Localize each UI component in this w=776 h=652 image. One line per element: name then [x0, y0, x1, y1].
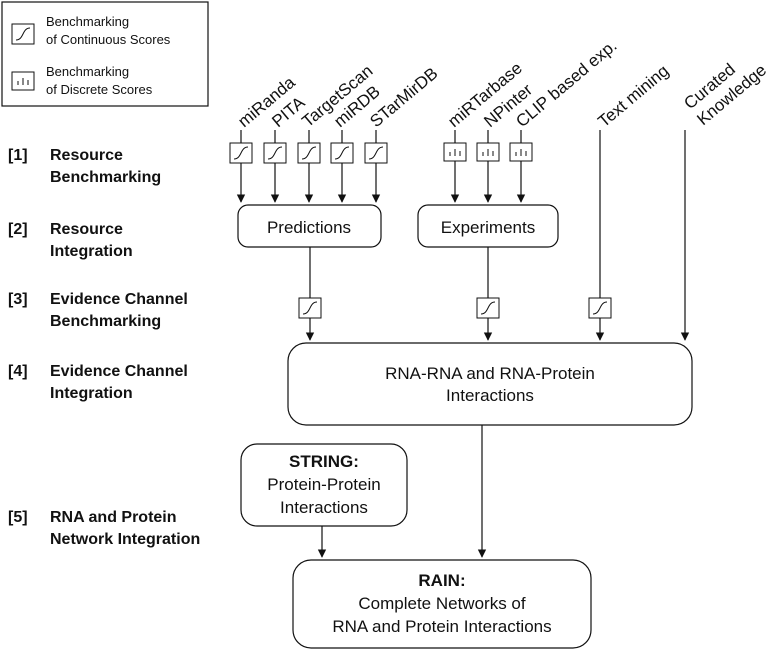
- discrete-score-icon: [476, 142, 500, 162]
- discrete-score-icon: [443, 142, 467, 162]
- continuous-score-icon: [298, 297, 322, 319]
- experiments-box: Experiments: [417, 204, 559, 248]
- string-box-line1: Protein-Protein: [267, 475, 380, 494]
- legend-discrete-line2: of Discrete Scores: [46, 82, 153, 97]
- step-1-label-line1: Resource: [50, 147, 123, 164]
- step-4-label-line1: Evidence Channel: [50, 363, 188, 380]
- step-1-number: [1]: [8, 147, 28, 164]
- step-3-label-line1: Evidence Channel: [50, 291, 188, 308]
- step-4-label-line2: Integration: [50, 385, 133, 402]
- discrete-score-icon: [509, 142, 533, 162]
- continuous-score-icon: [11, 23, 35, 45]
- continuous-score-icon: [297, 142, 321, 164]
- interactions-box-line1: RNA-RNA and RNA-Protein: [385, 364, 595, 383]
- step-labels: [1] Resource Benchmarking [2] Resource I…: [8, 147, 200, 548]
- continuous-score-icon: [330, 142, 354, 164]
- rain-box: RAIN: Complete Networks of RNA and Prote…: [292, 559, 592, 649]
- string-box: STRING: Protein-Protein Interactions: [240, 443, 408, 527]
- resource-labels: miRanda PITA TargetScan miRDB STarMirDB …: [234, 36, 770, 131]
- continuous-score-icon: [588, 297, 612, 319]
- continuous-score-icon: [263, 142, 287, 164]
- interactions-box-line2: Interactions: [446, 386, 534, 405]
- legend-discrete-line1: Benchmarking: [46, 64, 129, 79]
- channel-benchmarking: [298, 130, 690, 341]
- string-box-title: STRING:: [289, 452, 359, 471]
- discrete-score-icon: [11, 71, 35, 91]
- step-1-label-line2: Benchmarking: [50, 169, 161, 186]
- resource-text-mining: Text mining: [594, 61, 672, 131]
- rain-box-line2: RNA and Protein Interactions: [332, 617, 551, 636]
- predictions-box-label: Predictions: [267, 218, 351, 237]
- legend-continuous-line1: Benchmarking: [46, 14, 129, 29]
- step-5-label-line1: RNA and Protein: [50, 509, 177, 526]
- prediction-columns: [229, 130, 388, 203]
- experiment-columns: [443, 130, 533, 203]
- interactions-box: RNA-RNA and RNA-Protein Interactions: [287, 342, 693, 426]
- step-4-number: [4]: [8, 363, 28, 380]
- continuous-score-icon: [229, 142, 253, 164]
- step-2-label-line2: Integration: [50, 243, 133, 260]
- legend: Benchmarking of Continuous Scores Benchm…: [1, 1, 209, 107]
- continuous-score-icon: [364, 142, 388, 164]
- string-box-line2: Interactions: [280, 498, 368, 517]
- step-5-label-line2: Network Integration: [50, 531, 200, 548]
- legend-continuous-line2: of Continuous Scores: [46, 32, 171, 47]
- rain-box-line1: Complete Networks of: [358, 594, 526, 613]
- step-3-label-line2: Benchmarking: [50, 313, 161, 330]
- step-3-number: [3]: [8, 291, 28, 308]
- continuous-score-icon: [476, 297, 500, 319]
- step-2-label-line1: Resource: [50, 221, 123, 238]
- rain-box-title: RAIN:: [418, 571, 465, 590]
- step-2-number: [2]: [8, 221, 28, 238]
- experiments-box-label: Experiments: [441, 218, 535, 237]
- predictions-box: Predictions: [237, 204, 382, 248]
- step-5-number: [5]: [8, 509, 28, 526]
